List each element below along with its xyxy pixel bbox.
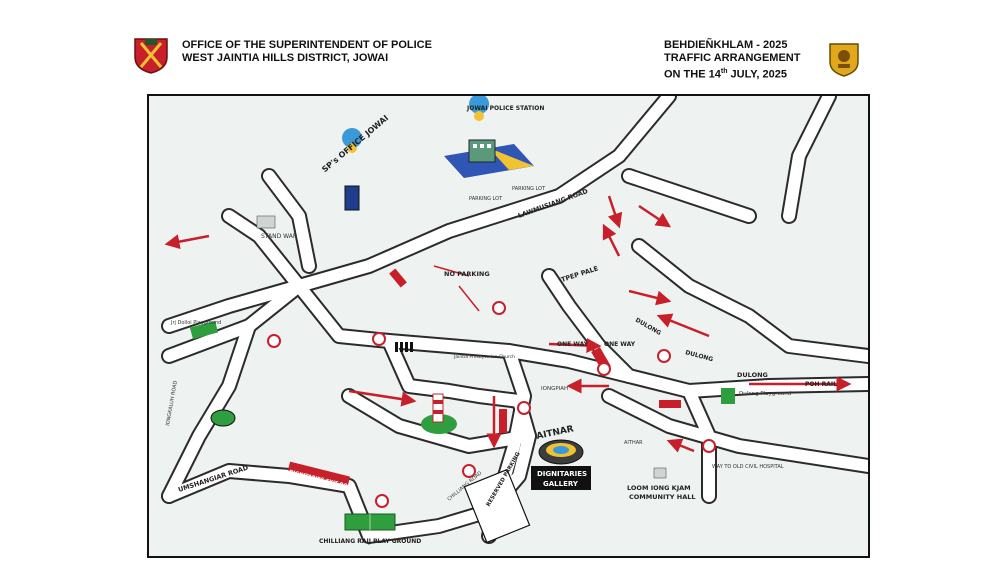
dignitaries-gallery-box — [531, 466, 591, 490]
no-entry-icon — [462, 464, 476, 478]
map-canvas: JOWAI POLICE STATION SP's OFFICE JOWAI P… — [161, 96, 868, 545]
jrj-dolloi-field — [189, 320, 219, 340]
police-station-marker: JOWAI POLICE STATION — [444, 96, 544, 178]
district-police-emblem-icon — [131, 37, 171, 79]
arrow-jowai-north — [607, 195, 623, 229]
community-hall-label: COMMUNITY HALL — [629, 493, 696, 501]
poh-rail-label: POH RAIL — [805, 381, 837, 388]
one-way-label-2: ONE WAY — [604, 341, 636, 348]
no-parking-arrows — [433, 265, 480, 312]
church-label: Jaintia Presbyterian Church — [453, 354, 515, 360]
state-emblem-icon — [828, 42, 860, 82]
aitnar-label: AITNAR — [536, 424, 575, 442]
dulong-label-2: DULONG — [684, 349, 713, 363]
arrow-tpep — [628, 289, 672, 306]
parking-lot-label-1: PARKING LOT — [469, 196, 503, 202]
arrow-right-north — [602, 223, 621, 257]
sp-office-marker: SP's OFFICE JOWAI — [320, 113, 390, 211]
dignitaries-gallery-label-1: DIGNITARIES — [537, 470, 587, 478]
no-entry-icon — [702, 439, 716, 453]
one-way-label-1: ONE WAY — [557, 341, 589, 348]
stadium-icon — [210, 409, 236, 427]
arrow-one-way — [548, 338, 602, 353]
chilliang-raij-label: CHILLIANG RAIJ PLAY GROUND — [319, 538, 421, 545]
no-entry-icon — [657, 349, 671, 363]
aitnar-venue: AITNAR — [536, 424, 584, 465]
no-entry-icon — [372, 332, 386, 346]
event-line-3: ON THE 14th JULY, 2025 — [664, 68, 787, 81]
event-line-1: BEHDIEÑKHLAM - 2025 — [664, 39, 788, 51]
building-icon — [256, 215, 276, 229]
iongkaluh-road-label: IONGKALUH ROAD — [165, 380, 179, 426]
dulong-label-1: DULONG — [634, 317, 662, 337]
parking-lot-label-2: PARKING LOT — [512, 186, 546, 192]
no-entry-signs — [267, 301, 716, 508]
iongpiah-label: IONGPIAH — [541, 386, 568, 392]
event-line-2: TRAFFIC ARRANGEMENT — [664, 52, 801, 64]
sp-office-label: SP's OFFICE JOWAI — [320, 113, 390, 174]
police-station-label: JOWAI POLICE STATION — [466, 105, 544, 112]
no-parking-label: NO PARKING — [444, 270, 490, 278]
arrow-elaka — [348, 389, 417, 407]
arrow-west-exit — [164, 234, 210, 250]
arrow-old-civil — [666, 438, 695, 453]
tpep-pale-label: TPEP PALE — [560, 264, 599, 283]
dulong-playground-field — [721, 388, 735, 404]
jrj-dolloi-label: Jrj Dolloi Playground — [170, 320, 221, 326]
office-line-1: OFFICE OF THE SUPERINTENDENT OF POLICE — [182, 39, 432, 51]
way-old-civil-label: WAY TO OLD CIVIL HOSPITAL — [712, 464, 784, 470]
no-entry-icon — [375, 494, 389, 508]
dulong-playground-label: Dulong Playground — [739, 391, 791, 397]
loom-iong-kjam-label: LOOM IONG KJAM — [627, 484, 691, 492]
event-title: BEHDIEÑKHLAM - 2025 TRAFFIC ARRANGEMENT … — [664, 39, 800, 82]
no-entry-icon — [517, 401, 531, 415]
traffic-arrows — [164, 195, 852, 453]
dulong-label-3: DULONG — [737, 371, 768, 379]
no-entry-icon — [267, 334, 281, 348]
traffic-map: JOWAI POLICE STATION SP's OFFICE JOWAI P… — [147, 94, 870, 558]
reserved-parking-box — [463, 468, 531, 544]
monument-icon — [421, 393, 457, 434]
road-network — [161, 96, 868, 544]
community-hall-icon — [653, 467, 667, 479]
aithar-label: AITHAR — [624, 440, 643, 446]
no-entry-icon — [492, 301, 506, 315]
dignitaries-exit-road — [287, 461, 351, 486]
stand-war-label: STAND WAR — [261, 233, 297, 240]
arrow-parking-way — [638, 204, 672, 228]
zebra-crossing — [395, 342, 413, 352]
office-line-2: WEST JAINTIA HILLS DISTRICT, JOWAI — [182, 52, 389, 64]
no-entry-icon — [597, 362, 611, 376]
arrow-dulong-west — [656, 313, 710, 338]
office-title: OFFICE OF THE SUPERINTENDENT OF POLICE W… — [182, 39, 432, 65]
dignitaries-gallery-label-2: GALLERY — [543, 480, 579, 488]
